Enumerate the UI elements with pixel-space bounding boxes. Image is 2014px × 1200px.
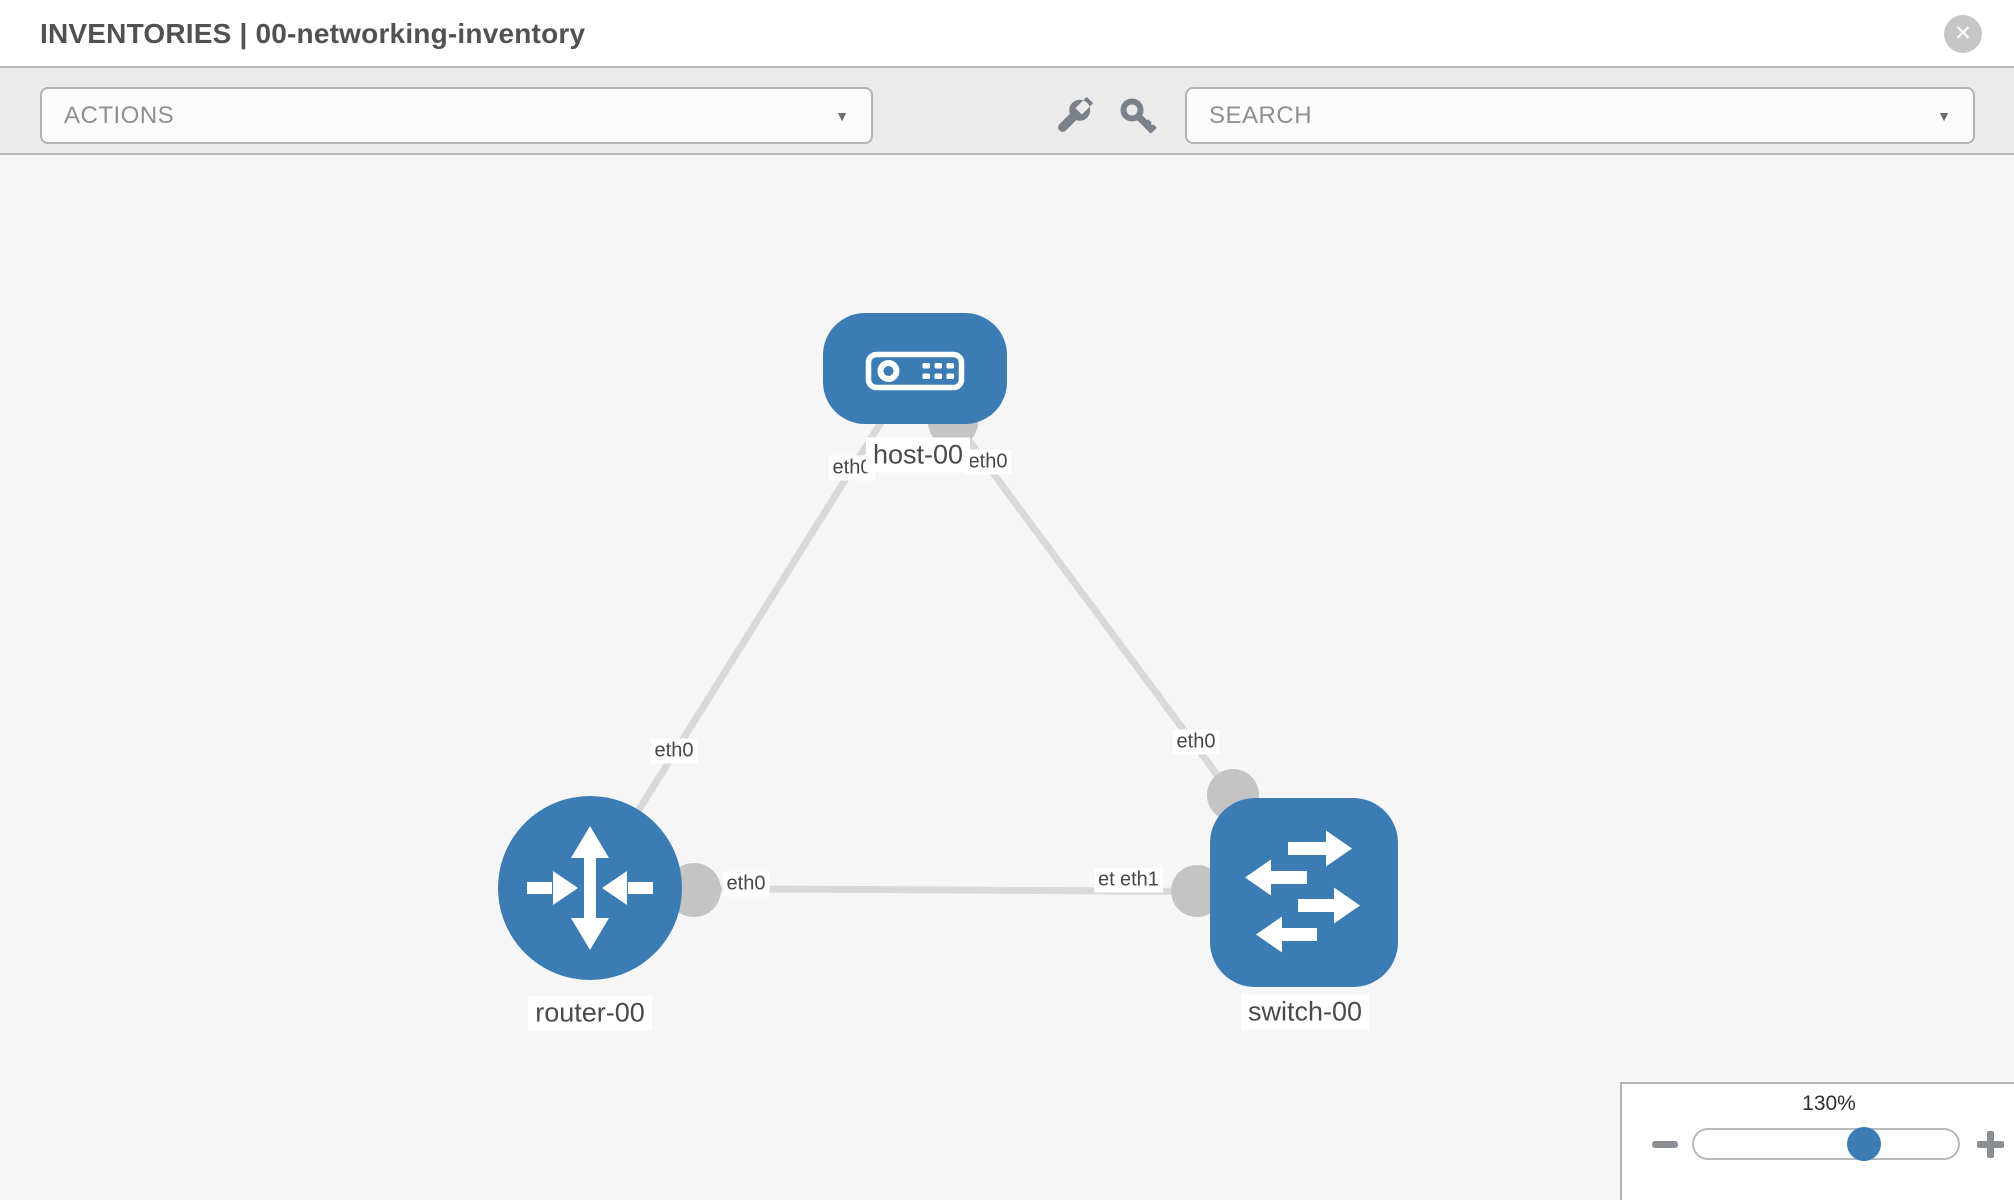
zoom-slider-thumb[interactable]: [1847, 1127, 1881, 1161]
configure-button[interactable]: [1050, 94, 1096, 140]
chevron-down-icon: ▼: [835, 107, 849, 124]
node-switch-00[interactable]: [1210, 798, 1398, 987]
close-icon: ✕: [1954, 22, 1972, 45]
zoom-panel: 130%: [1620, 1082, 2014, 1200]
port-label: eth0: [722, 871, 770, 897]
router-icon: [527, 826, 653, 950]
page-title: INVENTORIES | 00-networking-inventory: [40, 18, 586, 49]
node-label-switch: switch-00: [1240, 994, 1370, 1030]
node-label-host: host-00: [865, 437, 971, 473]
zoom-out-button[interactable]: [1652, 1141, 1678, 1148]
zoom-slider[interactable]: [1692, 1128, 1960, 1160]
header: INVENTORIES | 00-networking-inventory ✕: [0, 0, 2014, 66]
search-dropdown-label: SEARCH: [1209, 101, 1313, 129]
node-label-router: router-00: [528, 995, 652, 1031]
credentials-button[interactable]: [1116, 94, 1162, 140]
port-label: eth0: [650, 738, 698, 764]
topology-canvas[interactable]: eth0 eth0 eth0 eth0 eth0 eth0 eth1 host-…: [0, 155, 2014, 1200]
close-button[interactable]: ✕: [1944, 15, 1982, 53]
node-host-00[interactable]: [823, 313, 1007, 424]
node-router-00[interactable]: [498, 796, 682, 980]
zoom-level-label: 130%: [1802, 1092, 1856, 1115]
port-label: eth1: [1116, 867, 1163, 893]
interfaces-layer: [667, 397, 1259, 917]
port-label: eth0: [1172, 729, 1220, 755]
port-label: eth0: [964, 449, 1012, 475]
zoom-in-button[interactable]: [1977, 1131, 2004, 1158]
chevron-down-icon: ▼: [1937, 107, 1951, 124]
toolbar: ACTIONS ▼ SEARCH ▼: [0, 66, 2014, 155]
link-host-router[interactable]: [587, 366, 918, 890]
host-icon: [865, 351, 965, 391]
actions-dropdown-label: ACTIONS: [64, 101, 175, 129]
search-dropdown[interactable]: SEARCH ▼: [1185, 87, 1975, 144]
actions-dropdown[interactable]: ACTIONS ▼: [40, 87, 873, 144]
wrench-icon: [1058, 96, 1094, 132]
key-icon: [1120, 98, 1157, 134]
topology-graph: [498, 313, 1398, 987]
switch-icon: [1245, 830, 1360, 953]
